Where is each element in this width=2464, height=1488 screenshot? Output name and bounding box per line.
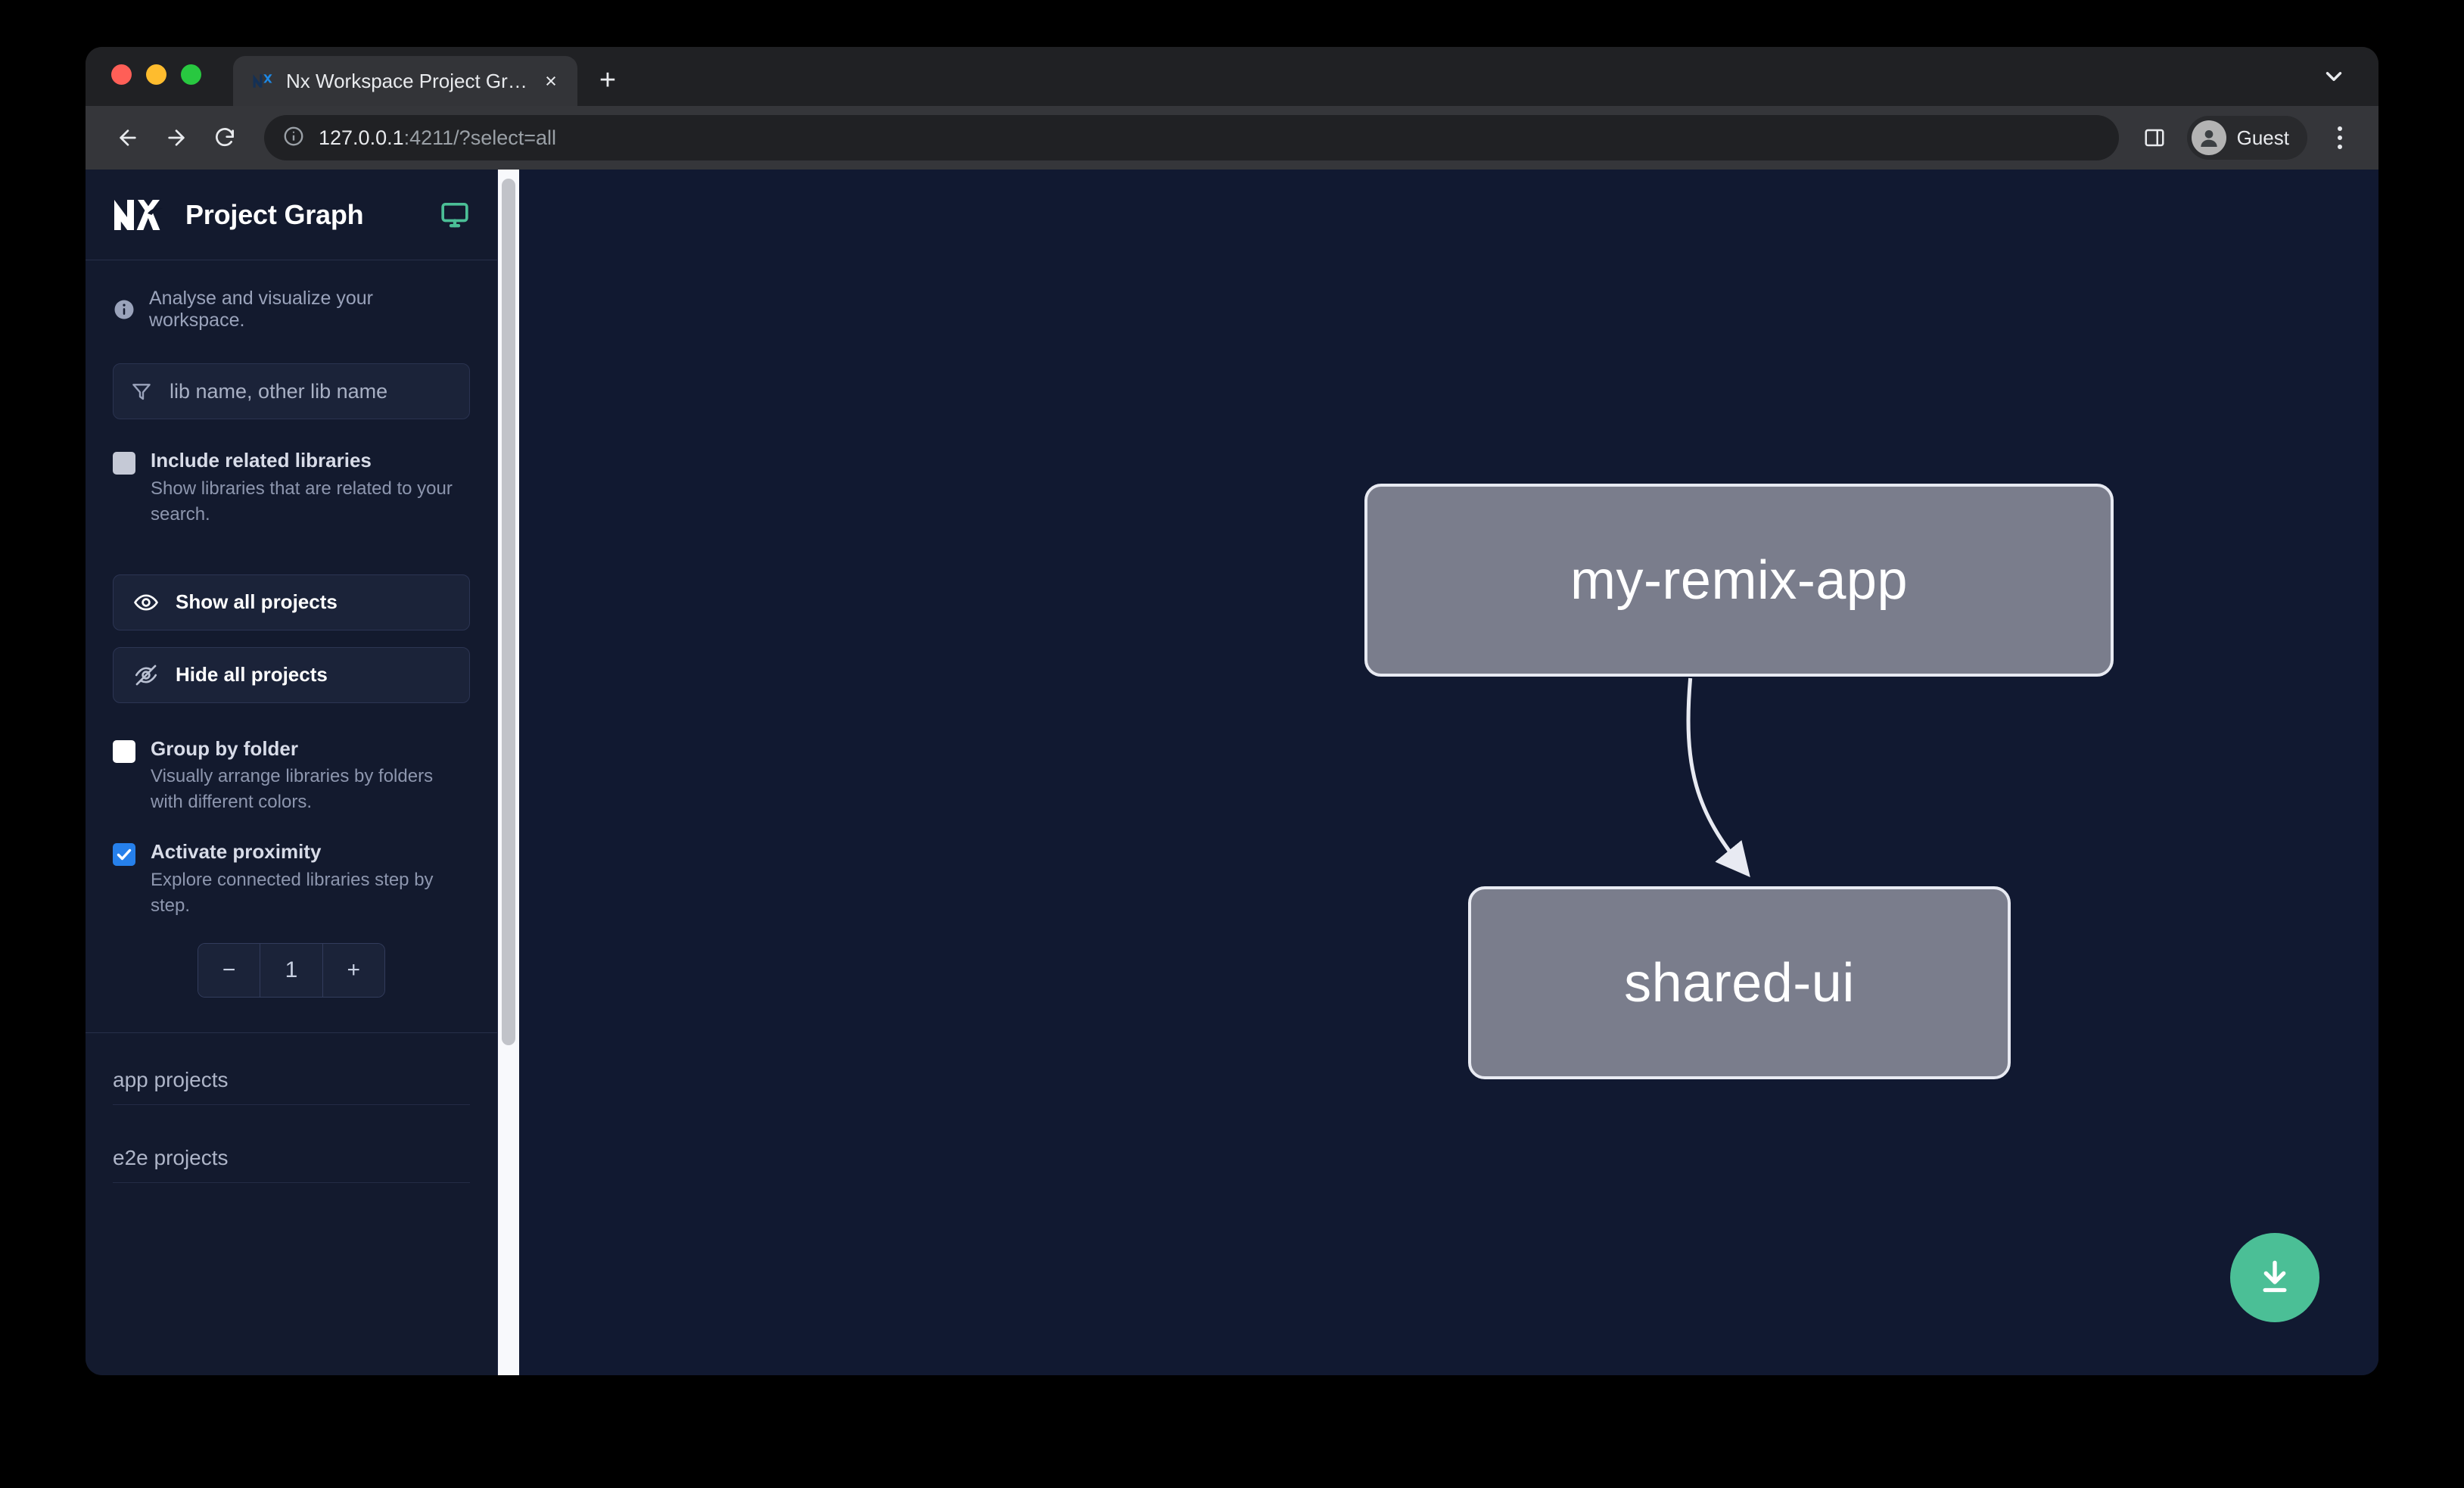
profile-name: Guest [2236,126,2289,149]
sidebar-scrollbar-thumb[interactable] [502,179,515,1045]
nx-logo-icon [113,198,164,232]
option-include-related-libraries[interactable]: Include related libraries Show libraries… [113,448,470,528]
avatar [2191,120,2226,155]
kebab-menu-icon[interactable] [2321,119,2359,157]
sidebar-header: Project Graph [86,170,497,260]
page-content: Project Graph Analy [86,170,2378,1375]
graph-node[interactable]: my-remix-app [1364,484,2114,677]
reload-icon[interactable] [204,117,246,159]
tab-strip: Nx Workspace Project Graph × + [86,47,2378,106]
search-input[interactable] [170,379,453,403]
graph-node-label: my-remix-app [1570,549,1909,611]
window-traffic-lights [111,47,201,106]
url-host: 127.0.0.1 [319,126,404,149]
checkbox-activate-proximity[interactable] [113,843,135,867]
option-label: Activate proximity [151,840,322,864]
maximize-window-button[interactable] [181,64,201,85]
sidebar-divider [86,1032,497,1033]
project-group-title: app projects [113,1068,470,1105]
option-label: Include related libraries [151,449,372,472]
url-path: :4211/?select=all [403,126,557,149]
graph-node-label: shared-ui [1624,952,1855,1013]
info-circle-icon[interactable] [282,125,305,151]
download-button[interactable] [2230,1233,2319,1322]
sidebar-body: Analyse and visualize your workspace. In… [86,260,497,1375]
minimize-window-button[interactable] [146,64,166,85]
project-group-e2e[interactable]: e2e projects [113,1146,470,1183]
option-description: Visually arrange libraries by folders wi… [151,766,434,813]
chevron-down-icon[interactable] [2316,59,2351,94]
download-icon [2254,1256,2296,1300]
project-visibility-buttons: Show all projects Hide all projects [113,558,470,703]
eye-off-icon [133,662,159,688]
proximity-stepper: − 1 + [198,942,385,998]
graph-node[interactable]: shared-ui [1468,886,2011,1079]
info-icon [113,298,135,321]
side-panel-icon[interactable] [2136,119,2173,157]
forward-arrow-icon[interactable] [155,117,198,159]
hide-all-projects-button[interactable]: Hide all projects [113,646,470,703]
new-tab-button[interactable]: + [599,64,617,96]
page-title: Project Graph [185,198,364,230]
show-all-projects-button[interactable]: Show all projects [113,574,470,630]
close-window-button[interactable] [111,64,132,85]
address-bar[interactable]: 127.0.0.1:4211/?select=all [264,115,2119,160]
option-label: Group by folder [151,736,298,760]
hide-all-projects-label: Hide all projects [176,663,328,686]
browser-toolbar: 127.0.0.1:4211/?select=all Guest [86,106,2378,170]
back-arrow-icon[interactable] [107,117,149,159]
sidebar: Project Graph Analy [86,170,498,1375]
monitor-icon[interactable] [440,200,470,230]
checkbox-include-related-libraries[interactable] [113,452,135,475]
project-graph-canvas[interactable]: my-remix-app shared-ui [519,170,2378,1375]
graph-edges [1686,677,1750,878]
filter-funnel-icon [130,380,153,403]
proximity-decrement-button[interactable]: − [198,943,260,997]
close-icon[interactable]: × [545,69,557,92]
browser-tab[interactable]: Nx Workspace Project Graph × [233,56,577,106]
proximity-increment-button[interactable]: + [322,943,384,997]
eye-icon [133,590,159,615]
option-activate-proximity[interactable]: Activate proximity Explore connected lib… [113,839,470,919]
hint-text: Analyse and visualize your workspace. [149,288,373,331]
option-description: Explore connected libraries step by step… [151,869,434,916]
profile-chip[interactable]: Guest [2186,116,2307,160]
project-group-title: e2e projects [113,1146,470,1183]
nx-favicon-icon [250,68,275,94]
sidebar-scrollbar-track[interactable] [498,170,519,1375]
browser-window: Nx Workspace Project Graph × + [86,47,2378,1375]
proximity-value: 1 [260,943,323,997]
tab-title: Nx Workspace Project Graph [286,69,527,92]
workspace-hint: Analyse and visualize your workspace. [113,288,470,332]
option-group-by-folder[interactable]: Group by folder Visually arrange librari… [113,736,470,816]
filter-input-wrapper[interactable] [113,363,470,419]
project-group-app[interactable]: app projects [113,1068,470,1105]
address-bar-text: 127.0.0.1:4211/?select=all [319,126,556,150]
checkbox-group-by-folder[interactable] [113,739,135,763]
show-all-projects-label: Show all projects [176,590,338,614]
option-description: Show libraries that are related to your … [151,478,453,525]
